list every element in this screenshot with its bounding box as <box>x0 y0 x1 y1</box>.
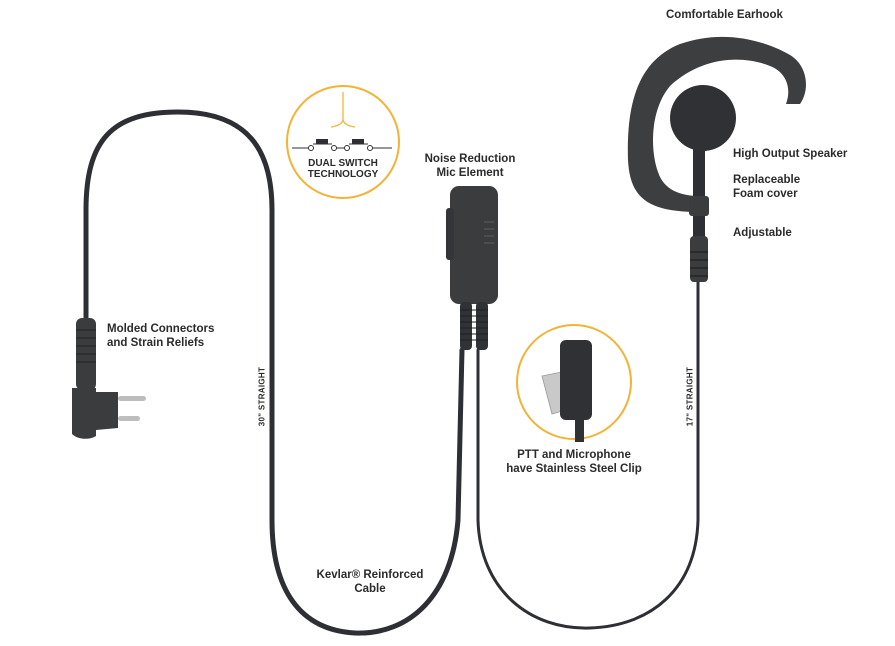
dual-switch-icon <box>330 92 356 128</box>
clip-label-line2: have Stainless Steel Clip <box>506 463 642 475</box>
badge-line1: DUAL SWITCH <box>308 158 378 169</box>
cable-label-line2: Cable <box>354 583 386 595</box>
earhook-label: Comfortable Earhook <box>666 8 783 22</box>
foam-cover-label: Replaceable Foam cover <box>733 173 800 201</box>
foam-label-line2: Foam cover <box>733 188 798 200</box>
clip-label-line1: PTT and Microphone <box>517 449 631 461</box>
connector-label-line2: and Strain Reliefs <box>107 337 205 349</box>
ptt-mic-icon <box>446 186 498 350</box>
length-right-label: 17" STRAIGHT <box>685 366 695 427</box>
earhook-label-text: Comfortable Earhook <box>666 9 783 21</box>
length-left-label: 30" STRAIGHT <box>257 366 267 427</box>
mic-label-line2: Mic Element <box>436 167 504 179</box>
earhook-icon <box>627 36 806 212</box>
adjustable-label-text: Adjustable <box>733 227 792 239</box>
mic-label-line1: Noise Reduction <box>424 153 516 165</box>
dual-switch-badge-text: DUAL SWITCH TECHNOLOGY <box>293 158 393 180</box>
speaker-label: High Output Speaker <box>733 147 847 161</box>
stainless-clip-badge <box>516 324 632 442</box>
connector-label: Molded Connectors and Strain Reliefs <box>107 322 214 350</box>
right-cable-loop <box>476 278 700 630</box>
speaker-label-text: High Output Speaker <box>733 148 848 160</box>
two-pin-connector-icon <box>72 318 146 439</box>
connector-label-line1: Molded Connectors <box>107 323 215 335</box>
clip-label: PTT and Microphone have Stainless Steel … <box>496 448 652 476</box>
left-cable-loop <box>83 109 465 636</box>
mic-element-label: Noise Reduction Mic Element <box>418 152 522 180</box>
cable-label-line1: Kevlar® Reinforced <box>316 569 424 581</box>
foam-label-line1: Replaceable <box>733 174 801 186</box>
badge-line2: TECHNOLOGY <box>307 169 379 180</box>
foam-speaker-icon <box>670 85 736 282</box>
cable-label: Kevlar® Reinforced Cable <box>310 568 430 596</box>
adjustable-label: Adjustable <box>733 226 792 240</box>
dual-switch-badge <box>286 85 400 199</box>
